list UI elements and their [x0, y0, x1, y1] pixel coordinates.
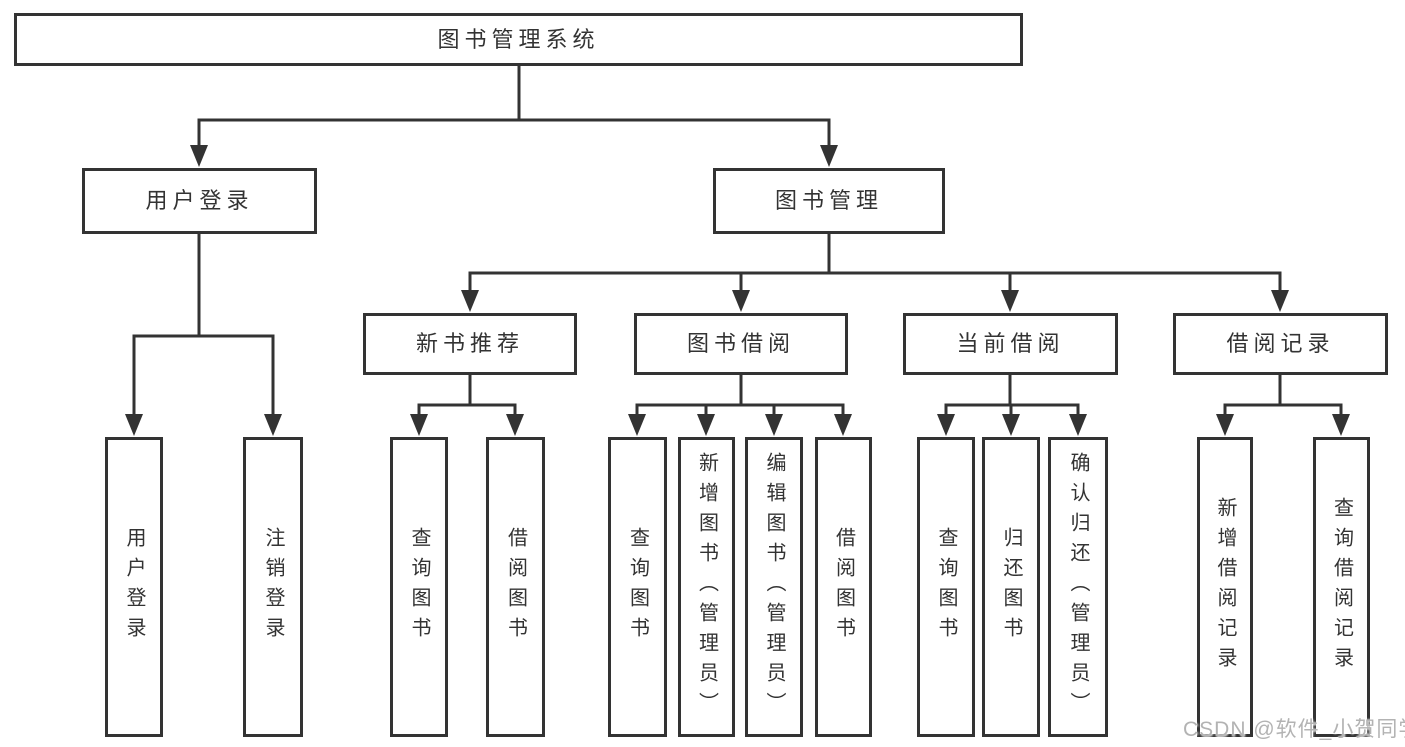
leaf-borrow-books-borrowing: 借阅图书	[815, 437, 872, 737]
connector-book-management-branch	[461, 232, 1289, 312]
connector-arrowhead	[1001, 290, 1019, 312]
node-label: 借阅图书	[504, 527, 527, 647]
connector-arrowhead	[628, 414, 646, 436]
node-label: 当前借阅	[956, 331, 1065, 356]
connector-arrowhead	[410, 414, 428, 436]
connector-arrowhead	[765, 414, 783, 436]
connector-arrowhead	[937, 414, 955, 436]
connector-current-borrowing-branch	[937, 373, 1087, 436]
node-label: 注销登录	[262, 527, 284, 647]
node-label: 新增借阅记录	[1214, 497, 1236, 677]
connector-arrowhead	[820, 145, 838, 167]
csdn-watermark: CSDN @软件_小贺同学	[1183, 718, 1405, 741]
leaf-confirm-return-admin: 确认归还（管理员）	[1048, 437, 1108, 737]
node-label: 图书借阅	[686, 331, 795, 356]
node-label: 图书管理	[774, 188, 883, 213]
leaf-query-borrow-record: 查询借阅记录	[1313, 437, 1370, 737]
connector-arrowhead	[1216, 414, 1234, 436]
node-label: 查询图书	[408, 527, 430, 647]
connector-user-login-branch	[125, 232, 282, 436]
node-label: 用户登录	[145, 188, 254, 213]
node-label: 新增图书（管理员）	[695, 452, 718, 722]
leaf-edit-book-admin: 编辑图书（管理员）	[745, 437, 803, 737]
leaf-user-login: 用户登录	[105, 437, 163, 737]
connector-arrowhead	[697, 414, 715, 436]
leaf-add-book-admin: 新增图书（管理员）	[678, 437, 735, 737]
leaf-return-book: 归还图书	[982, 437, 1040, 737]
connector-arrowhead	[125, 414, 143, 436]
connector-arrowhead	[190, 145, 208, 167]
connector-arrowhead	[834, 414, 852, 436]
connector-new-book-recommend-branch	[410, 373, 524, 436]
connector-arrowhead	[1271, 290, 1289, 312]
leaf-query-books-recommend: 查询图书	[390, 437, 448, 737]
leaf-logout: 注销登录	[243, 437, 303, 737]
leaf-query-books-borrowing: 查询图书	[608, 437, 667, 737]
node-label: 查询借阅记录	[1330, 497, 1353, 677]
node-label: 归还图书	[1000, 527, 1022, 647]
node-label: 图书管理系统	[437, 26, 600, 52]
node-label: 确认归还（管理员）	[1067, 452, 1089, 722]
connector-book-borrowing-branch	[628, 373, 852, 436]
leaf-query-books-current: 查询图书	[917, 437, 975, 737]
node-current-borrowing: 当前借阅	[903, 313, 1118, 375]
connector-arrowhead	[506, 414, 524, 436]
node-label: 新书推荐	[415, 331, 524, 356]
node-label: 借阅记录	[1226, 331, 1335, 356]
connector-arrowhead	[1002, 414, 1020, 436]
connector-arrowhead	[461, 290, 479, 312]
node-label: 借阅图书	[832, 527, 855, 647]
connector-arrowhead	[264, 414, 282, 436]
node-user-login: 用户登录	[82, 168, 317, 234]
node-label: 查询图书	[935, 527, 957, 647]
node-label: 查询图书	[626, 527, 649, 647]
node-new-book-recommend: 新书推荐	[363, 313, 577, 375]
node-library-system: 图书管理系统	[14, 13, 1023, 66]
leaf-borrow-books-recommend: 借阅图书	[486, 437, 545, 737]
connector-arrowhead	[1069, 414, 1087, 436]
node-book-borrowing: 图书借阅	[634, 313, 848, 375]
node-label: 编辑图书（管理员）	[763, 452, 785, 722]
connector-arrowhead	[732, 290, 750, 312]
leaf-add-borrow-record: 新增借阅记录	[1197, 437, 1253, 737]
node-book-management: 图书管理	[713, 168, 945, 234]
node-label: 用户登录	[123, 527, 145, 647]
connector-borrowing-records-branch	[1216, 373, 1350, 436]
node-borrowing-records: 借阅记录	[1173, 313, 1388, 375]
connector-arrowhead	[1332, 414, 1350, 436]
connector-root-branch	[190, 64, 838, 167]
